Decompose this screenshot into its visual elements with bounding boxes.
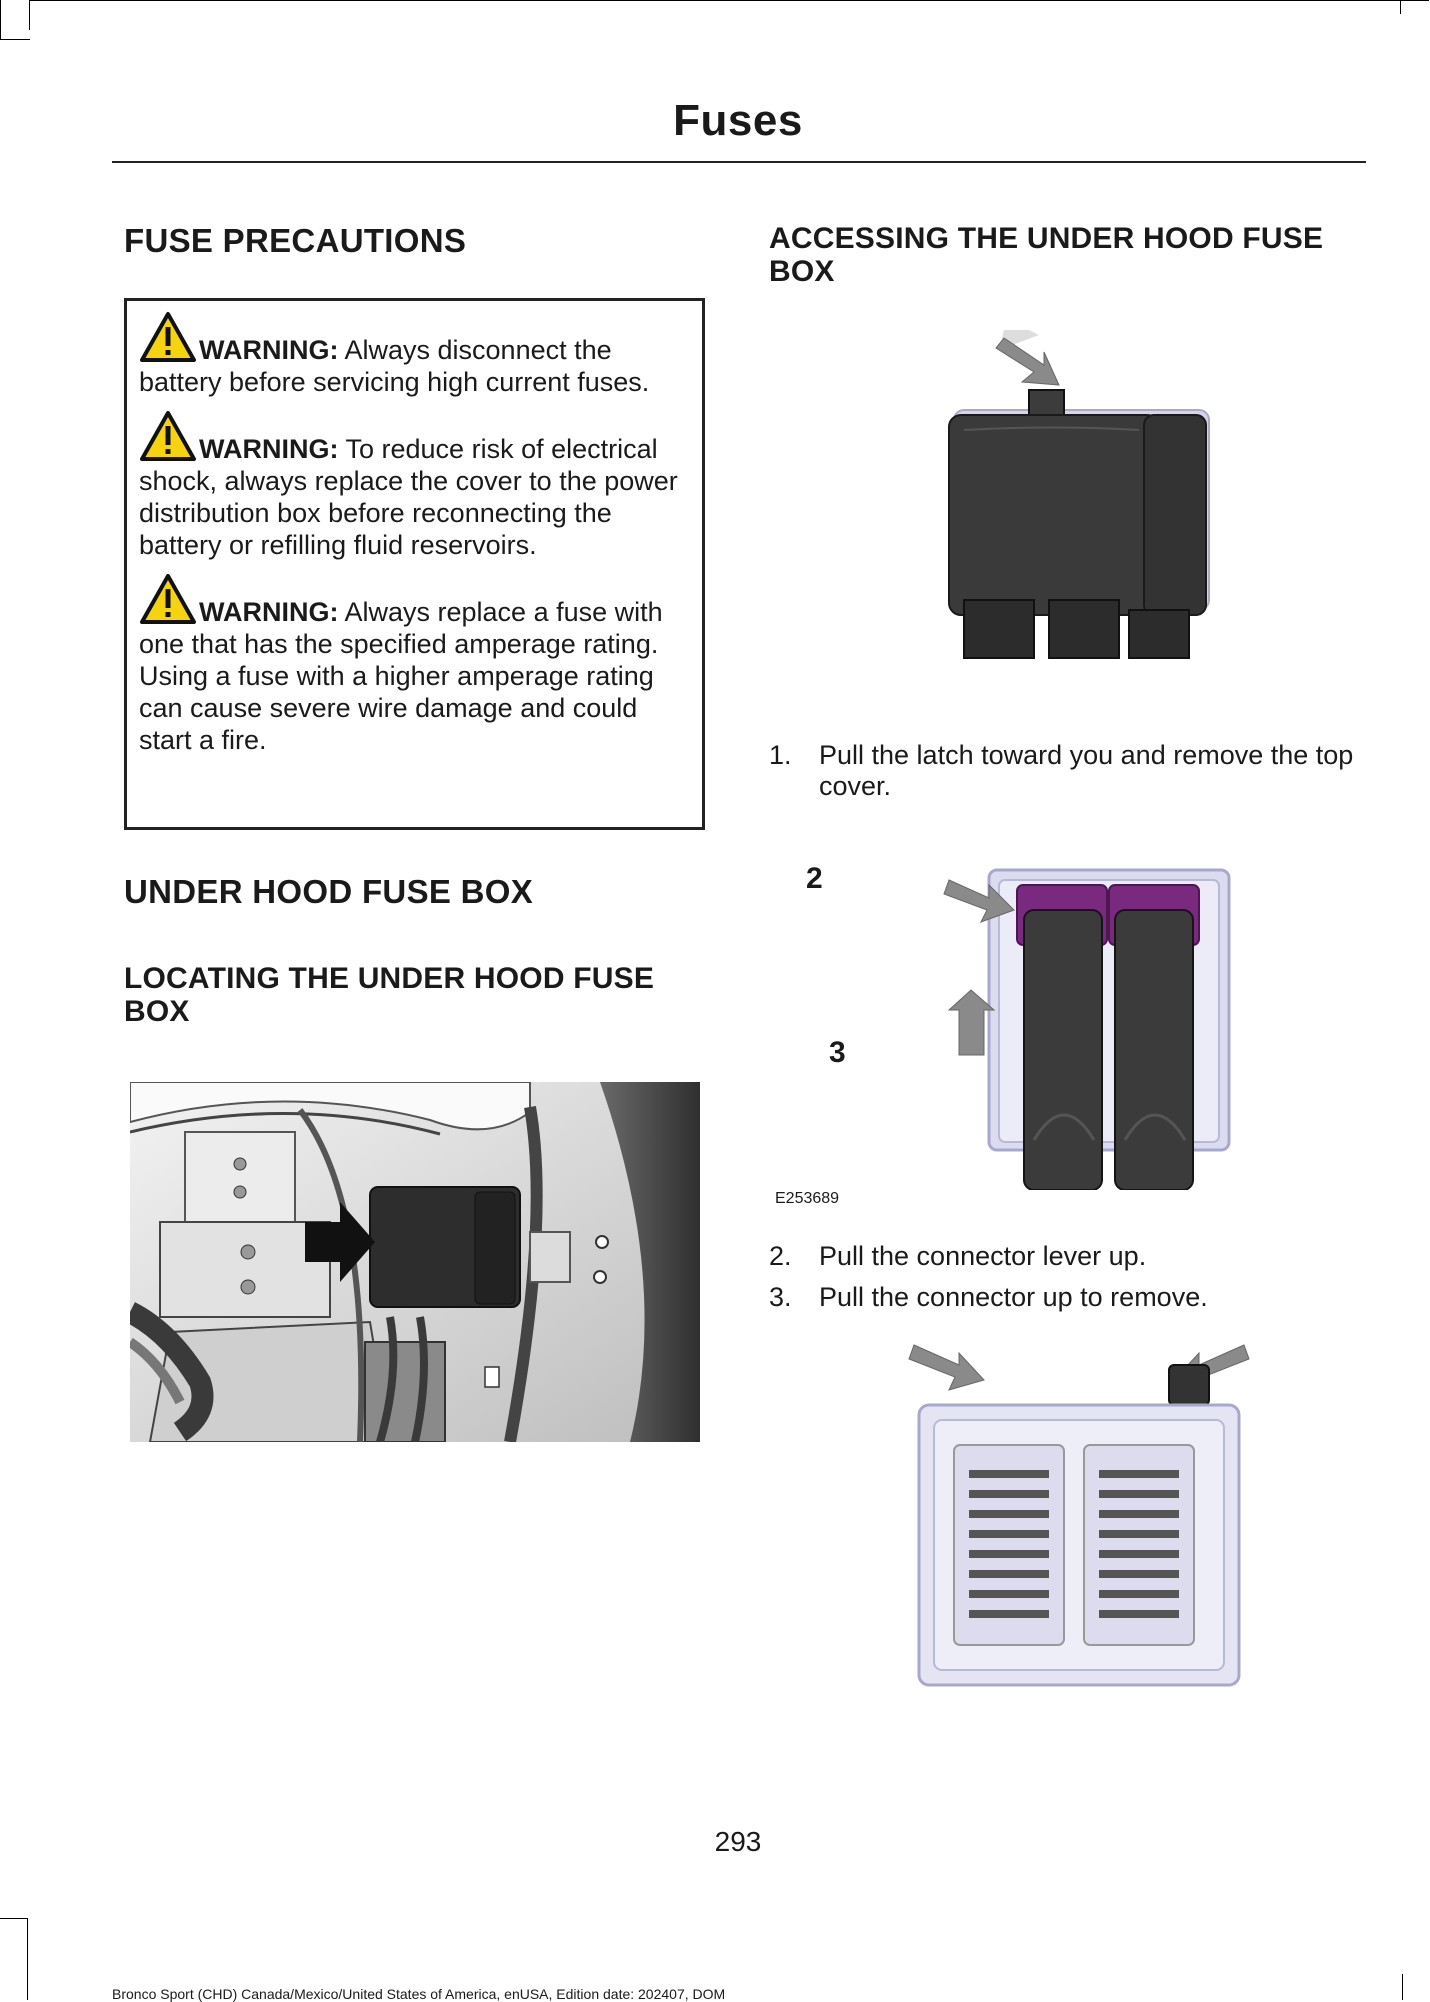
- subsection-title-accessing: ACCESSING THE UNDER HOOD FUSE BOX: [769, 222, 1324, 288]
- step-3: 3. Pull the connector up to remove.: [769, 1282, 1369, 1316]
- warning-item: WARNING: Always disconnect the battery b…: [139, 311, 692, 398]
- engine-bay-illustration: [130, 1082, 700, 1442]
- warning-label: WARNING:: [199, 597, 339, 627]
- crop-mark: [1400, 0, 1401, 14]
- crop-mark: [1402, 1974, 1403, 2000]
- warning-triangle-icon: [140, 411, 196, 461]
- step-text: Pull the latch toward you and remove the…: [819, 740, 1354, 801]
- connector-illustration: [943, 868, 1231, 1190]
- step-2: 2. Pull the connector lever up.: [769, 1241, 1369, 1275]
- title-rule: [112, 161, 1366, 163]
- page-title: Fuses: [673, 96, 803, 145]
- step-1: 1. Pull the latch toward you and remove …: [769, 740, 1369, 802]
- connector-figure: 2 3 E253689: [769, 840, 1369, 1220]
- callout-3: 3: [829, 1036, 846, 1069]
- warning-item: WARNING: Always replace a fuse with one …: [139, 573, 692, 756]
- warning-triangle-icon: [140, 574, 196, 624]
- footer-text: Bronco Sport (CHD) Canada/Mexico/United …: [112, 1986, 726, 2002]
- callout-2: 2: [806, 862, 823, 895]
- page-number: 293: [714, 1826, 762, 1857]
- step-text: Pull the connector lever up.: [819, 1241, 1147, 1271]
- fuse-box-cover-illustration: [944, 330, 1214, 660]
- warning-box: WARNING: Always disconnect the battery b…: [124, 298, 705, 830]
- warning-triangle-icon: [140, 312, 196, 362]
- warning-text: To reduce risk of electrical shock, alwa…: [139, 434, 678, 560]
- warning-label: WARNING:: [199, 335, 339, 365]
- warning-text: Always replace a fuse with one that has …: [139, 597, 663, 755]
- warning-text: Always disconnect the battery before ser…: [139, 335, 650, 397]
- crop-mark: [29, 0, 1429, 1]
- crop-mark: [29, 0, 30, 30]
- section-title-under-hood-fuse-box: UNDER HOOD FUSE BOX: [124, 873, 534, 910]
- subsection-title-locating: LOCATING THE UNDER HOOD FUSE BOX: [124, 962, 655, 1028]
- warning-label: WARNING:: [199, 434, 339, 464]
- step-number: 3.: [769, 1282, 792, 1312]
- crop-mark: [0, 0, 1, 40]
- crop-mark: [0, 1918, 28, 1919]
- step-number: 1.: [769, 740, 792, 770]
- open-fuse-box-illustration: [899, 1335, 1259, 1695]
- step-number: 2.: [769, 1241, 792, 1271]
- figure-code: E253689: [775, 1190, 840, 1207]
- crop-mark: [0, 39, 30, 40]
- section-title-fuse-precautions: FUSE PRECAUTIONS: [124, 222, 467, 259]
- warning-item: WARNING: To reduce risk of electrical sh…: [139, 410, 692, 561]
- crop-mark: [27, 1918, 28, 2000]
- step-text: Pull the connector up to remove.: [819, 1282, 1208, 1312]
